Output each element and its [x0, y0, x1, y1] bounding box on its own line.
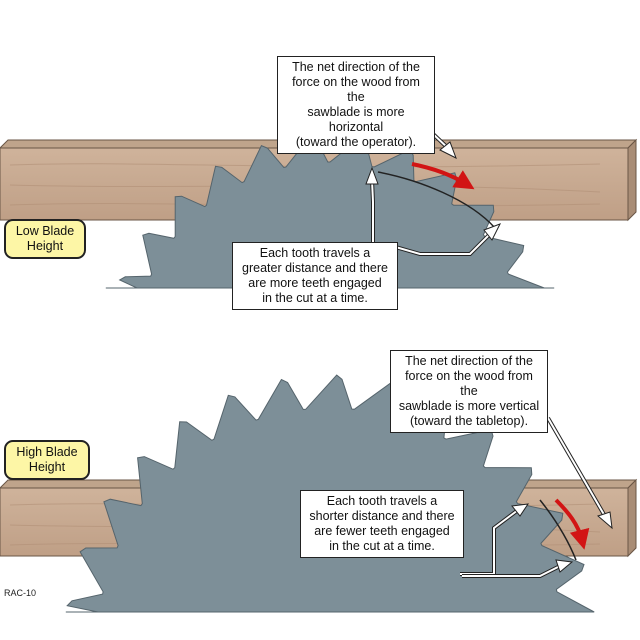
bottom-blade-height-label: High Blade Height: [4, 440, 90, 480]
top-force-note: The net direction of the force on the wo…: [277, 56, 435, 154]
top-blade-height-label: Low Blade Height: [4, 219, 86, 259]
figure-code: RAC-10: [4, 588, 37, 598]
top-scene: [0, 114, 638, 289]
top-cut-path: [377, 171, 496, 229]
bottom-cut-path: [539, 499, 577, 561]
bottom-force-arrow: [554, 498, 590, 550]
bottom-tooth-pointer: [460, 503, 574, 578]
top-force-arrow: [411, 162, 475, 190]
top-teeth-note: Each tooth travels a greater distance an…: [232, 242, 398, 310]
bottom-force-note: The net direction of the force on the wo…: [390, 350, 548, 433]
bottom-teeth-note: Each tooth travels a shorter distance an…: [300, 490, 464, 558]
